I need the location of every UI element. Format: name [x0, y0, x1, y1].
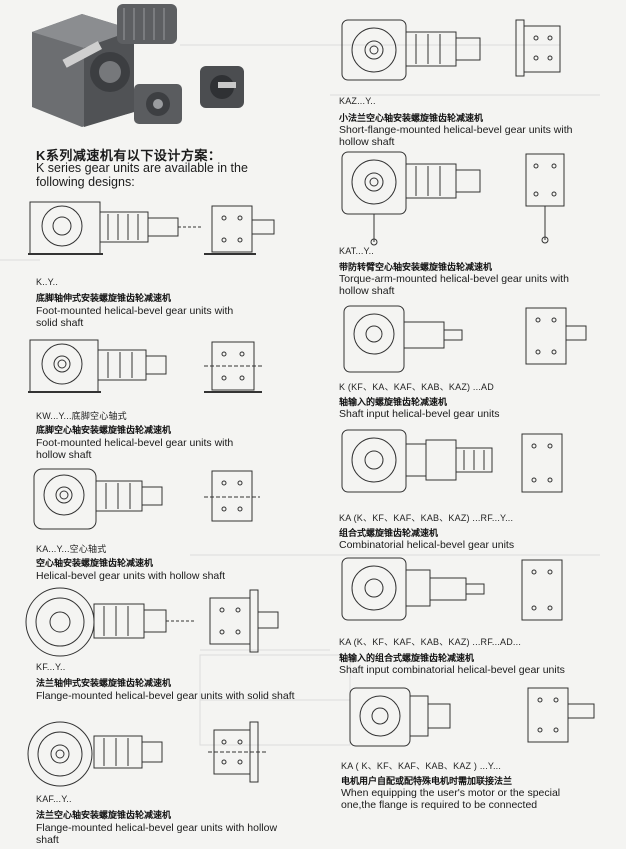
design-title-en: When equipping the user's motor or the s… — [341, 787, 561, 811]
design-code: KA (K、KF、KAF、KAB、KAZ) ...RF...Y... — [339, 513, 514, 523]
design-code: KA...Y...空心轴式 — [36, 544, 107, 554]
design-title-cn: 电机用户自配或配特殊电机时需加联接法兰 — [341, 776, 513, 786]
drawing-kaz-short-flange — [341, 19, 561, 81]
design-code: K (KF、KA、KAF、KAB、KAZ) ...AD — [339, 382, 494, 392]
design-title-cn: 法兰轴伸式安装螺旋锥齿轮减速机 — [36, 678, 172, 688]
design-title-en: Foot-mounted helical-bevel gear units wi… — [36, 437, 234, 461]
intro-heading-cn: K系列减速机有以下设计方案： — [36, 148, 222, 163]
drawing-ka-hollow — [33, 468, 260, 530]
product-photo — [32, 4, 244, 127]
drawing-kat-torque-arm — [341, 151, 565, 246]
design-title-cn: 底脚空心轴安装螺旋锥齿轮减速机 — [36, 425, 172, 435]
design-code: KA (K、KF、KAF、KAB、KAZ) ...RF...AD... — [339, 637, 522, 647]
design-code: KW...Y...底脚空心轴式 — [36, 411, 127, 421]
design-title-cn: 轴输入的组合式螺旋锥齿轮减速机 — [339, 653, 475, 663]
design-code: KAT...Y.. — [339, 246, 374, 256]
drawing-rf-combinatorial — [341, 429, 563, 493]
design-code: KAF...Y.. — [36, 794, 72, 804]
design-title-en: Flange-mounted helical-bevel gear units … — [36, 822, 278, 846]
drawing-kaf-flange-hollow — [27, 721, 268, 787]
design-title-cn: 轴输入的螺旋锥齿轮减速机 — [339, 397, 448, 407]
drawing-k-foot-solid — [28, 201, 275, 255]
design-code: KAZ...Y.. — [339, 96, 376, 106]
design-title-en: Foot-mounted helical-bevel gear units wi… — [36, 305, 234, 329]
design-code: KF...Y.. — [36, 662, 66, 672]
drawing-kw-foot-hollow — [28, 339, 262, 393]
design-title-cn: 小法兰空心轴安装螺旋锥齿轮减速机 — [339, 113, 484, 123]
intro-heading-en: K series gear units are available in the… — [36, 161, 248, 189]
design-title-en: Helical-bevel gear units with hollow sha… — [36, 570, 226, 582]
drawing-ad-shaft-input — [343, 305, 587, 373]
design-title-cn: 底脚轴伸式安装螺旋锥齿轮减速机 — [36, 293, 172, 303]
design-title-cn: 法兰空心轴安装螺旋锥齿轮减速机 — [36, 810, 172, 820]
drawing-rf-ad-shaft-input — [341, 557, 563, 621]
design-title-en: Short-flange-mounted helical-bevel gear … — [339, 124, 573, 148]
drawing-kf-flange-solid — [25, 587, 279, 657]
design-code: KA ( K、KF、KAF、KAB、KAZ ) ...Y... — [341, 761, 502, 771]
drawing-user-motor-flange — [349, 687, 595, 747]
design-title-en: Shaft input helical-bevel gear units — [339, 408, 500, 420]
design-title-en: Combinatorial helical-bevel gear units — [339, 539, 515, 551]
design-title-en: Torque-arm-mounted helical-bevel gear un… — [339, 273, 569, 297]
design-title-en: Shaft input combinatorial helical-bevel … — [339, 664, 565, 676]
design-title-cn: 空心轴安装螺旋锥齿轮减速机 — [36, 558, 154, 568]
design-title-cn: 组合式螺旋锥齿轮减速机 — [339, 528, 439, 538]
design-title-cn: 带防转臂空心轴安装螺旋锥齿轮减速机 — [339, 262, 493, 272]
design-title-en: Flange-mounted helical-bevel gear units … — [36, 690, 295, 702]
design-code: K..Y.. — [36, 277, 59, 287]
